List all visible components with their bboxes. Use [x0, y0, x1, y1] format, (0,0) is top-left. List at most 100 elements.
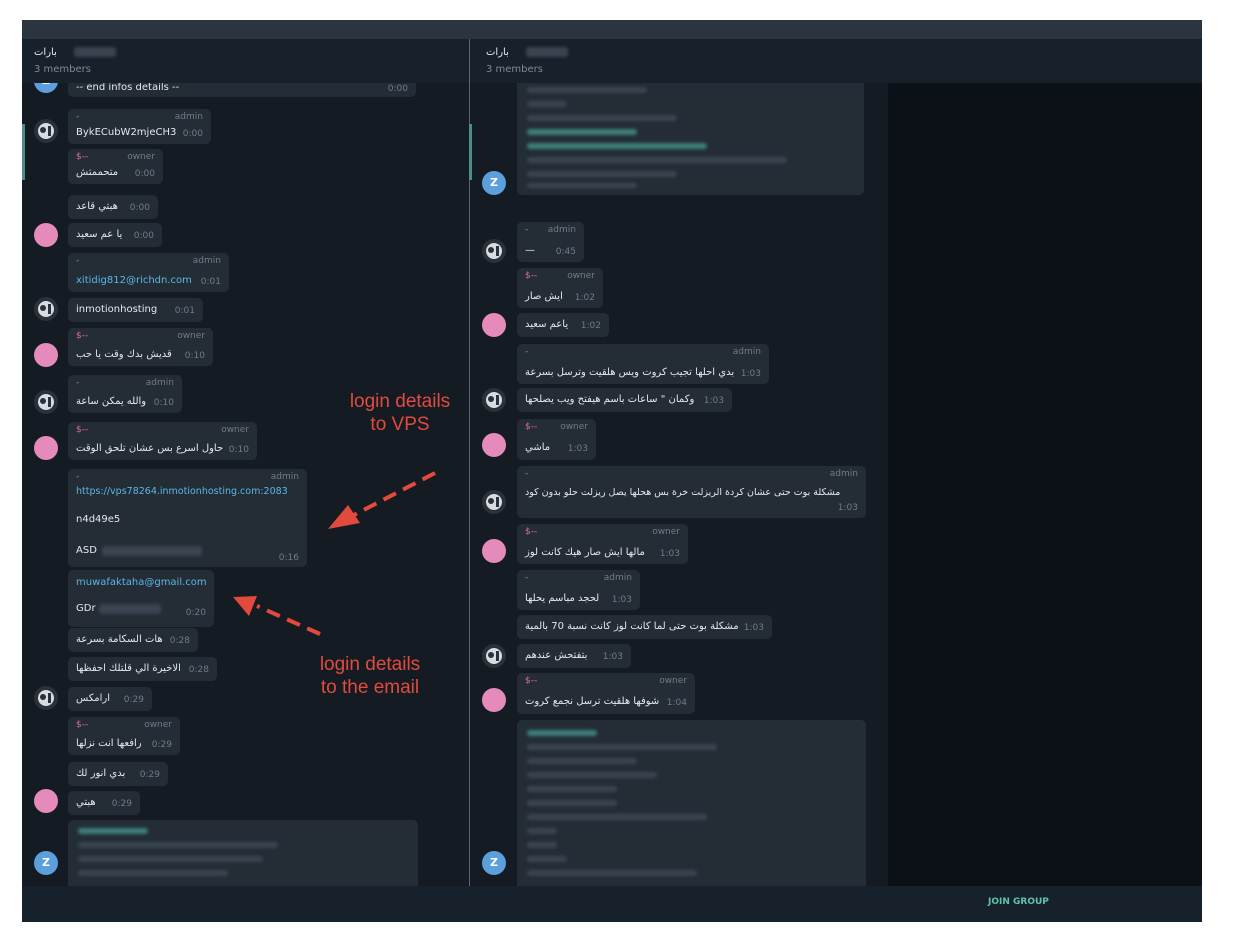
message-time: 0:00 — [133, 231, 154, 241]
sender-name[interactable]: - — [76, 256, 80, 266]
sender-name[interactable]: - — [525, 573, 529, 583]
left-chat-header[interactable]: بارات 3 members — [22, 39, 469, 83]
avatar[interactable] — [34, 390, 58, 414]
message-bubble: $-- owner قديش بدك وقت يا حب 0:10 — [68, 328, 213, 366]
message-bubble-redacted — [68, 820, 418, 886]
message-text: حاول اسرع بس عشان تلحق الوقت — [76, 443, 224, 454]
message-time: 0:20 — [185, 608, 206, 618]
sender-name[interactable]: $-- — [76, 425, 89, 435]
avatar[interactable] — [34, 789, 58, 813]
redacted-group-name — [526, 47, 568, 57]
sender-name[interactable]: - — [525, 225, 529, 235]
redacted-line — [527, 157, 787, 163]
message-time: 0:00 — [182, 129, 203, 139]
left-message-list[interactable]: Z -- end infos details -- 0:00 - admin B… — [22, 83, 469, 886]
avatar[interactable]: Z — [34, 851, 58, 875]
redacted-line — [527, 744, 717, 750]
message-bubble: - admin والله يمكن ساعة 0:10 — [68, 375, 182, 413]
message-bubble: هات السكامة بسرعة 0:28 — [68, 628, 198, 652]
sender-name[interactable]: - — [76, 112, 80, 122]
message-time: 1:03 — [703, 396, 724, 406]
avatar[interactable]: Z — [482, 171, 506, 195]
message-time: 0:10 — [153, 398, 174, 408]
message-bubble: $-- owner رافعها انت نزلها 0:29 — [68, 717, 180, 755]
telegram-window: بارات 3 members بارات 3 members Z -- end… — [22, 20, 1202, 922]
avatar[interactable] — [482, 539, 506, 563]
message-link[interactable]: https://vps78264.inmotionhosting.com:208… — [76, 486, 288, 497]
avatar[interactable] — [482, 688, 506, 712]
avatar[interactable] — [34, 223, 58, 247]
message-time: 0:28 — [169, 636, 190, 646]
avatar[interactable] — [34, 119, 58, 143]
avatar[interactable] — [482, 313, 506, 337]
message-bubble: - admin بدي احلها تجيب كروت ويس هلقيت وت… — [517, 344, 769, 384]
sender-name[interactable]: - — [76, 378, 80, 388]
message-bubble: $-- owner ماشي 1:03 — [517, 419, 596, 460]
redacted-password — [99, 604, 161, 614]
left-scrollbar[interactable] — [22, 124, 25, 180]
right-chat-members: 3 members — [486, 64, 543, 75]
avatar[interactable] — [482, 239, 506, 263]
right-scrollbar[interactable] — [469, 124, 472, 180]
message-bubble-email-credentials: muwafaktaha@gmail.com GDr 0:20 — [68, 570, 214, 627]
message-text: مالها ايش صار هيك كانت لوز — [525, 547, 645, 558]
message-time: 1:03 — [659, 549, 680, 559]
join-group-button[interactable]: JOIN GROUP — [988, 897, 1049, 907]
avatar[interactable] — [34, 343, 58, 367]
message-text: بتفتحش عندهم — [525, 650, 588, 661]
sender-role: admin — [174, 112, 203, 122]
avatar-icon — [486, 494, 502, 510]
redacted-line — [78, 870, 228, 876]
annotation-vps: login details to VPS — [349, 391, 451, 435]
message-text: BykECubW2mjeCH3 — [76, 127, 177, 138]
avatar[interactable] — [34, 686, 58, 710]
sender-name[interactable]: - — [76, 472, 80, 482]
sender-name[interactable]: $-- — [525, 527, 538, 537]
message-text: ماشي — [525, 442, 551, 453]
avatar[interactable] — [482, 644, 506, 668]
sender-name[interactable]: $-- — [525, 271, 538, 281]
avatar[interactable]: Z — [34, 83, 58, 93]
sender-role: admin — [192, 256, 221, 266]
message-time: 0:00 — [134, 169, 155, 179]
sender-name[interactable]: $-- — [76, 720, 89, 730]
sender-name[interactable]: $-- — [525, 422, 538, 432]
sender-name[interactable]: - — [525, 347, 529, 357]
annotation-email: login details to the email — [319, 654, 421, 698]
avatar[interactable] — [34, 436, 58, 460]
message-text: رافعها انت نزلها — [76, 738, 142, 749]
message-link[interactable]: muwafaktaha@gmail.com — [76, 577, 207, 588]
message-time: 1:03 — [611, 595, 632, 605]
avatar-icon — [486, 392, 502, 408]
message-bubble: ارامكس 0:29 — [68, 687, 152, 711]
sender-role: admin — [603, 573, 632, 583]
message-bubble: بتفتحش عندهم 1:03 — [517, 644, 631, 668]
avatar[interactable] — [34, 297, 58, 321]
avatar[interactable]: Z — [482, 851, 506, 875]
message-time: 0:01 — [200, 277, 221, 287]
avatar[interactable] — [482, 388, 506, 412]
right-chat-header[interactable]: بارات 3 members — [470, 39, 1202, 83]
redacted-line — [527, 772, 657, 778]
message-bubble-redacted — [517, 720, 866, 886]
sender-role: owner — [177, 331, 205, 341]
sender-name[interactable]: $-- — [76, 152, 89, 162]
avatar[interactable] — [482, 490, 506, 514]
message-bubble: ياعم سعيد 1:02 — [517, 313, 609, 337]
message-text: -- end infos details -- — [76, 83, 180, 93]
avatar[interactable] — [482, 433, 506, 457]
sender-name[interactable]: $-- — [525, 676, 538, 686]
message-time: 0:10 — [184, 351, 205, 361]
message-text: ايش صار — [525, 291, 563, 302]
message-time: 0:45 — [555, 247, 576, 257]
sender-name[interactable]: $-- — [76, 331, 89, 341]
message-text: يا عم سعيد — [76, 229, 123, 240]
message-link[interactable]: xitidig812@richdn.com — [76, 275, 192, 286]
message-bubble: - admin xitidig812@richdn.com 0:01 — [68, 253, 229, 292]
sender-name[interactable]: - — [525, 469, 529, 479]
message-bubble: $-- owner ايش صار 1:02 — [517, 268, 603, 308]
right-message-list[interactable]: Z - admin — 0:45 $-- owner ايش صار 1:02 — [470, 83, 888, 886]
redacted-line — [78, 828, 148, 834]
message-time: 0:16 — [278, 553, 299, 563]
message-bubble-redacted — [517, 83, 864, 195]
